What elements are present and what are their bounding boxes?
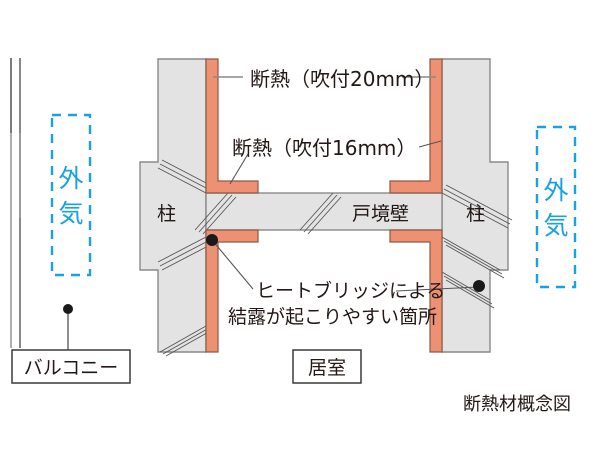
- label-pillar-left: 柱: [157, 203, 176, 225]
- heat-bridge-dot-right: [473, 280, 485, 292]
- label-heat-bridge-line1: ヒートブリッジによる: [256, 279, 445, 302]
- label-living-room: 居室: [308, 357, 346, 379]
- figure-caption: 断熱材概念図: [463, 394, 571, 415]
- label-pillar-right: 柱: [466, 203, 485, 225]
- living-room-label-box: 居室: [292, 349, 362, 384]
- balcony-label-box: バルコニー: [11, 349, 131, 384]
- heat-bridge-markers: [63, 234, 485, 314]
- outside-air-right-char-1: 外: [543, 176, 568, 205]
- outside-air-right-char-2: 気: [543, 211, 568, 240]
- outside-air-left-char-2: 気: [58, 199, 83, 228]
- insulation-layer-right: [389, 58, 443, 353]
- leader-heatbridge-left: [211, 239, 254, 290]
- insulation-right-upper: [389, 58, 443, 194]
- heat-bridge-dot-left: [206, 234, 218, 246]
- party-wall-concrete: [205, 192, 443, 231]
- outside-air-box-right: 外 気: [535, 125, 577, 289]
- label-balcony: バルコニー: [24, 357, 119, 379]
- leader-insulation16-right: [418, 140, 442, 148]
- balcony-dot: [63, 304, 73, 314]
- concrete-hatching: [157, 159, 513, 357]
- label-party-wall: 戸境壁: [352, 203, 409, 225]
- balcony-railing-lines: [10, 58, 21, 348]
- outside-air-box-left: 外 気: [50, 113, 92, 277]
- leader-heatbridge-right: [395, 286, 479, 292]
- outside-air-left-char-1: 外: [58, 164, 83, 193]
- label-heat-bridge-line2: 結露が起こりやすい箇所: [228, 306, 437, 328]
- label-insulation-16mm: 断熱（吹付16mm）: [232, 136, 416, 160]
- label-insulation-20mm: 断熱（吹付20mm）: [250, 67, 434, 91]
- insulation-right-lower: [389, 229, 443, 353]
- leader-insulation16-left: [229, 153, 249, 185]
- insulation-left-upper: [205, 58, 259, 194]
- leader-lines: [67, 76, 479, 350]
